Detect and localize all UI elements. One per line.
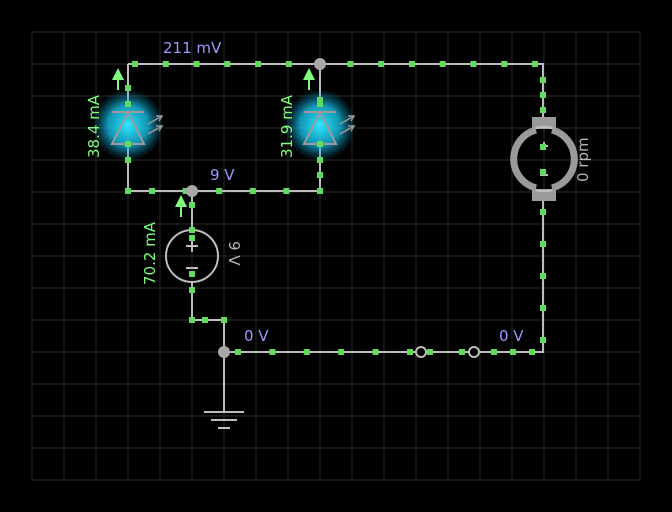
current-dot	[470, 61, 477, 67]
led-light-arrows-icon	[339, 115, 356, 135]
current-dot	[221, 317, 227, 323]
top-wire-voltage-label: 211 mV	[163, 39, 222, 57]
battery-current-arrow-icon	[175, 195, 187, 217]
current-dot	[132, 61, 138, 67]
current-dot	[149, 188, 155, 194]
battery-voltage-label: 9 V	[225, 241, 243, 266]
mid-wire-voltage-label: 9 V	[210, 166, 235, 184]
led1-current-label: 38.4 mA	[85, 94, 103, 158]
current-dot	[317, 172, 323, 178]
current-dot	[540, 77, 546, 83]
current-dot	[510, 349, 516, 355]
current-dot	[439, 61, 446, 67]
motor-magnet	[550, 126, 578, 192]
junctions	[186, 58, 326, 358]
bottom-left-voltage-label: 0 V	[244, 327, 269, 345]
bottom-right-voltage-label: 0 V	[499, 327, 524, 345]
current-dot	[540, 107, 546, 113]
current-dot	[347, 61, 354, 67]
current-dot	[501, 61, 508, 67]
led-current-arrow-icon	[303, 68, 315, 90]
current-dot	[540, 92, 546, 98]
led-light-arrows-icon	[147, 115, 164, 135]
bottom-wire[interactable]	[224, 200, 544, 353]
current-dot	[317, 157, 323, 163]
led2-current-label: 31.9 mA	[278, 94, 296, 158]
current-dot	[162, 61, 169, 67]
current-dot	[459, 349, 465, 355]
current-dot	[285, 61, 292, 67]
led-current-arrow-icon	[112, 68, 124, 90]
current-dot	[125, 188, 131, 194]
current-dot	[193, 61, 200, 67]
current-dot	[189, 235, 195, 241]
led-glow	[284, 89, 356, 161]
current-dot	[540, 209, 546, 215]
current-dot	[182, 188, 189, 194]
current-dot	[125, 101, 131, 107]
motor-magnet	[510, 126, 538, 192]
current-dot	[269, 349, 276, 355]
current-dot	[532, 61, 538, 67]
dc-motor[interactable]	[510, 117, 578, 201]
current-dot	[255, 61, 262, 67]
current-dot	[338, 349, 345, 355]
switch-contact[interactable]	[468, 346, 480, 358]
top-wire[interactable]	[128, 63, 544, 120]
led1-bottom-wire[interactable]	[127, 144, 321, 192]
current-dot	[427, 349, 433, 355]
current-dot	[408, 61, 415, 67]
junction-node[interactable]	[218, 346, 230, 358]
current-dot	[540, 241, 546, 247]
current-dot	[249, 188, 256, 194]
current-dot	[216, 188, 223, 194]
current-dot	[317, 101, 323, 107]
current-dot	[125, 85, 131, 91]
current-dot	[540, 273, 546, 279]
current-dot	[540, 337, 546, 343]
current-dot	[189, 317, 195, 323]
current-dot	[378, 61, 385, 67]
current-dot	[540, 305, 546, 311]
current-dot	[125, 141, 131, 147]
current-dot	[283, 188, 290, 194]
current-dot	[189, 202, 195, 208]
current-dot	[317, 97, 323, 103]
battery-current-label: 70.2 mA	[141, 221, 159, 285]
current-dot	[529, 349, 535, 355]
switch[interactable]	[415, 346, 480, 358]
current-dot	[235, 349, 241, 355]
current-dot	[189, 271, 195, 277]
junction-node[interactable]	[186, 185, 198, 197]
current-dot	[491, 349, 497, 355]
ground-symbol[interactable]	[204, 411, 244, 429]
current-dot	[540, 169, 546, 175]
motor-speed-label: 0 rpm	[574, 137, 592, 182]
current-dot	[189, 227, 195, 233]
current-dot	[407, 349, 413, 355]
switch-contact[interactable]	[415, 346, 427, 358]
led-glow	[92, 89, 164, 161]
current-dot	[224, 61, 231, 67]
current-dot	[303, 349, 310, 355]
current-dot	[125, 157, 131, 163]
current-dot	[317, 141, 323, 147]
current-dot	[202, 317, 208, 323]
junction-node[interactable]	[314, 58, 326, 70]
current-dot	[372, 349, 379, 355]
current-dot	[189, 287, 195, 293]
current-dot	[317, 188, 323, 194]
current-dot	[540, 144, 546, 150]
